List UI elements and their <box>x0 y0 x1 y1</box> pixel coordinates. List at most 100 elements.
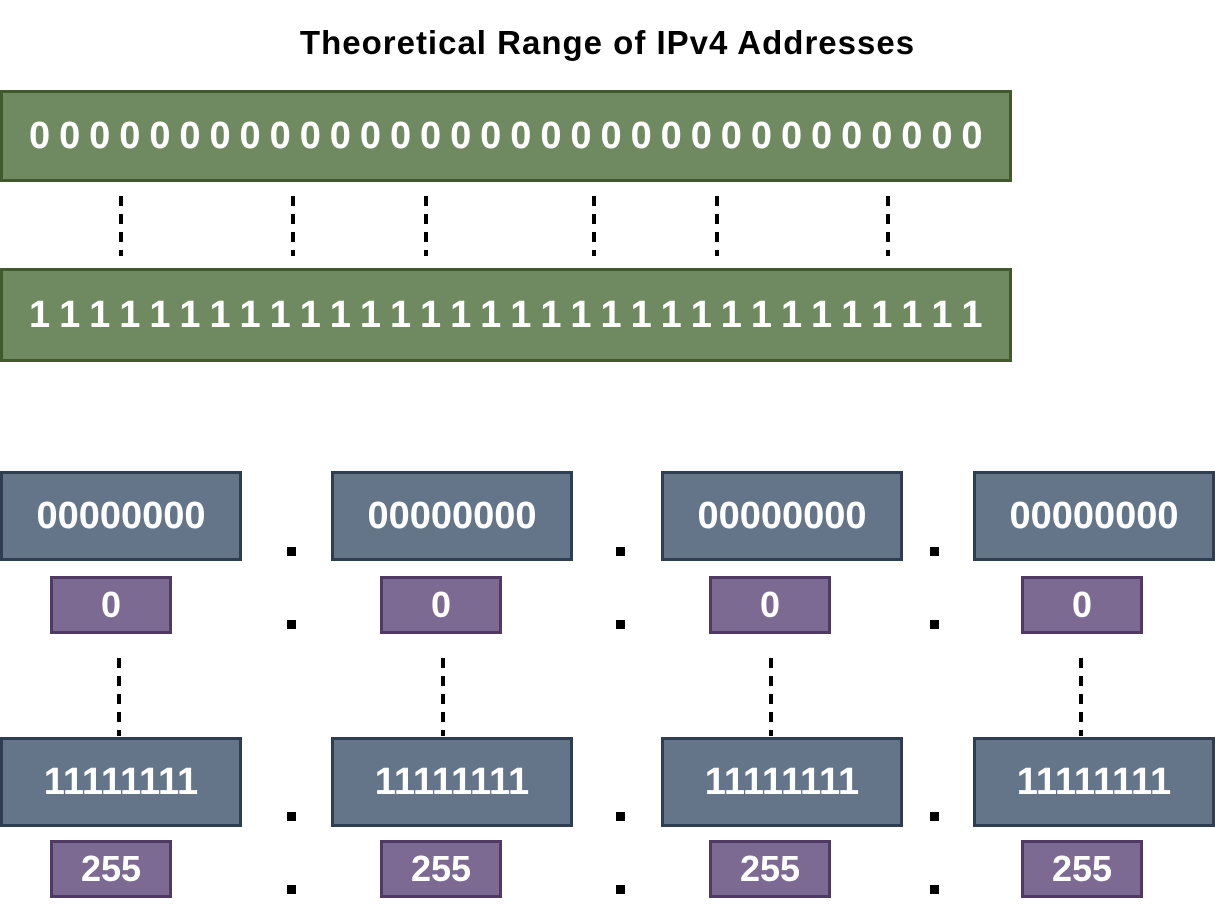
octet-separator-dot <box>287 547 296 556</box>
bit-digit: 1 <box>329 294 351 336</box>
bit-digit: 1 <box>660 294 682 336</box>
bit-digit: 0 <box>871 115 893 157</box>
bit-digit: 1 <box>750 294 773 336</box>
bit-digit: 0 <box>931 115 953 157</box>
bit-digit: 0 <box>570 115 592 157</box>
bit-digit: 1 <box>780 294 803 336</box>
octet-1-max-decimal-box: 255 <box>50 840 172 898</box>
octet-separator-dot <box>616 885 625 894</box>
bit-digit: 0 <box>540 115 562 157</box>
octet-separator-dot <box>930 885 939 894</box>
octet-4-max-decimal-box: 255 <box>1021 840 1143 898</box>
bit-digit: 1 <box>209 294 231 336</box>
bit-digit: 0 <box>89 115 111 157</box>
bit-digit: 0 <box>209 115 231 157</box>
bit-digit: 0 <box>600 115 622 157</box>
bit-digit: 0 <box>239 115 261 157</box>
octet-separator-dot <box>930 620 939 629</box>
octet-separator-dot <box>616 812 625 821</box>
range-connector-dashed-line <box>291 196 295 256</box>
bit-digit: 1 <box>480 294 502 336</box>
octet-4-min-decimal-box: 0 <box>1021 576 1143 634</box>
bit-digit: 0 <box>780 115 803 157</box>
octet-range-connector-dashed-line <box>441 658 445 736</box>
octet-1-min-decimal-box: 0 <box>50 576 172 634</box>
bit-digit: 1 <box>420 294 442 336</box>
bit-digit: 0 <box>720 115 742 157</box>
bit-digit: 0 <box>329 115 351 157</box>
range-connector-dashed-line <box>424 196 428 256</box>
octet-separator-dot <box>616 547 625 556</box>
octet-1-min-binary-box: 00000000 <box>0 471 242 561</box>
bit-digit: 1 <box>269 294 291 336</box>
bit-digit: 1 <box>119 294 141 336</box>
octet-2-max-decimal-box: 255 <box>380 840 502 898</box>
bit-digit: 1 <box>901 294 923 336</box>
range-connector-dashed-line <box>592 196 596 256</box>
bit-digit: 1 <box>871 294 893 336</box>
bit-digit: 0 <box>119 115 141 157</box>
bit-digit: 1 <box>600 294 622 336</box>
range-connector-dashed-line <box>715 196 719 256</box>
bit-digit: 1 <box>961 294 983 336</box>
bit-digit: 0 <box>510 115 532 157</box>
range-connector-dashed-line <box>886 196 890 256</box>
bit-digit: 0 <box>59 115 81 157</box>
octet-range-connector-dashed-line <box>117 658 121 736</box>
bit-digit: 1 <box>570 294 592 336</box>
bit-digit: 1 <box>450 294 472 336</box>
octet-3-min-binary-box: 00000000 <box>661 471 903 561</box>
octet-3-min-decimal-box: 0 <box>709 576 831 634</box>
bit-digit: 0 <box>450 115 472 157</box>
octet-range-connector-dashed-line <box>1079 658 1083 736</box>
bit-digit: 1 <box>179 294 201 336</box>
bit-digit: 0 <box>179 115 201 157</box>
bit-digit: 1 <box>299 294 321 336</box>
bit-digit: 1 <box>29 294 51 336</box>
bit-digit: 0 <box>269 115 291 157</box>
octet-separator-dot <box>930 547 939 556</box>
range-connector-dashed-line <box>119 196 123 256</box>
octet-4-max-binary-box: 11111111 <box>973 737 1215 827</box>
bit-digit: 0 <box>690 115 712 157</box>
bit-digit: 0 <box>480 115 502 157</box>
bit-digit: 0 <box>660 115 682 157</box>
bit-digit: 0 <box>29 115 51 157</box>
bit-digit: 1 <box>841 294 863 336</box>
octet-3-max-decimal-box: 255 <box>709 840 831 898</box>
bit-digit: 1 <box>540 294 562 336</box>
diagram-title: Theoretical Range of IPv4 Addresses <box>299 24 916 61</box>
bit-digit: 1 <box>149 294 171 336</box>
bit-digit: 0 <box>901 115 923 157</box>
bit-digit: 1 <box>931 294 953 336</box>
octet-separator-dot <box>287 620 296 629</box>
bit-digit: 1 <box>59 294 81 336</box>
bit-digit: 0 <box>389 115 412 157</box>
bit-digit: 1 <box>359 294 381 336</box>
octet-4-min-binary-box: 00000000 <box>973 471 1215 561</box>
octet-2-min-decimal-box: 0 <box>380 576 502 634</box>
bit-digit: 1 <box>630 294 652 336</box>
octet-2-min-binary-box: 00000000 <box>331 471 573 561</box>
bit-digit: 1 <box>720 294 742 336</box>
octet-separator-dot <box>616 620 625 629</box>
octet-3-max-binary-box: 11111111 <box>661 737 903 827</box>
octet-separator-dot <box>930 812 939 821</box>
bit-digit: 0 <box>149 115 171 157</box>
bit-digit: 1 <box>239 294 261 336</box>
bit-digit: 0 <box>630 115 652 157</box>
octet-separator-dot <box>287 812 296 821</box>
octet-2-max-binary-box: 11111111 <box>331 737 573 827</box>
bit-digit: 0 <box>811 115 833 157</box>
bit-digit: 0 <box>299 115 321 157</box>
bit-digit: 0 <box>359 115 381 157</box>
octet-1-max-binary-box: 11111111 <box>0 737 242 827</box>
bit-digit: 0 <box>750 115 773 157</box>
bit-digit: 1 <box>89 294 111 336</box>
bit-digit: 0 <box>961 115 983 157</box>
bit-digit: 0 <box>420 115 442 157</box>
bit-digit: 1 <box>690 294 712 336</box>
